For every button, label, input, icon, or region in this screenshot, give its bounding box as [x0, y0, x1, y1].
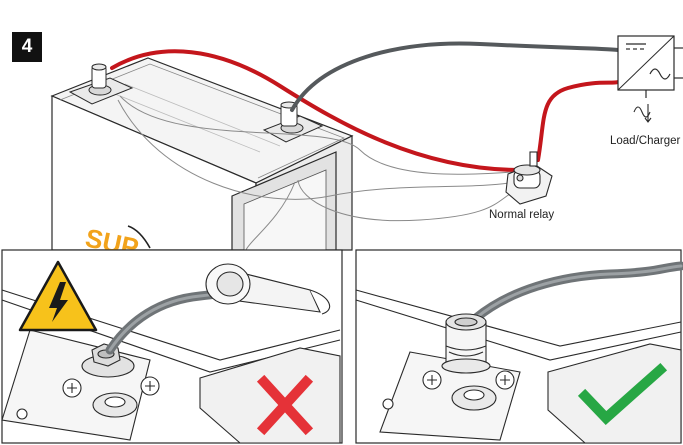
normal-relay [505, 151, 553, 205]
gray-cable-battery-to-charger [290, 41, 620, 112]
battery-close-up-correct [355, 289, 682, 444]
signal-wires [117, 95, 521, 251]
relay-connector-wrong [205, 263, 331, 315]
ac-wave-icon [633, 104, 652, 123]
correct-check-icon [577, 362, 668, 425]
panel-correct [355, 249, 683, 444]
step-number-badge: 4 [12, 32, 42, 62]
battery-terminal-left [68, 63, 134, 105]
wrong-cross-icon [256, 374, 314, 436]
load-charger-label: Load/Charger [610, 135, 680, 147]
panel-wrong [1, 249, 343, 444]
relay-connector-correct [441, 313, 491, 374]
relay-label: Normal relay [489, 209, 554, 221]
high-voltage-warning-icon [18, 260, 98, 332]
red-cable-relay-to-charger [536, 80, 620, 162]
charger-box [617, 35, 683, 98]
battery-brand-swoosh [127, 225, 151, 249]
red-cable-battery-to-relay [110, 49, 522, 172]
